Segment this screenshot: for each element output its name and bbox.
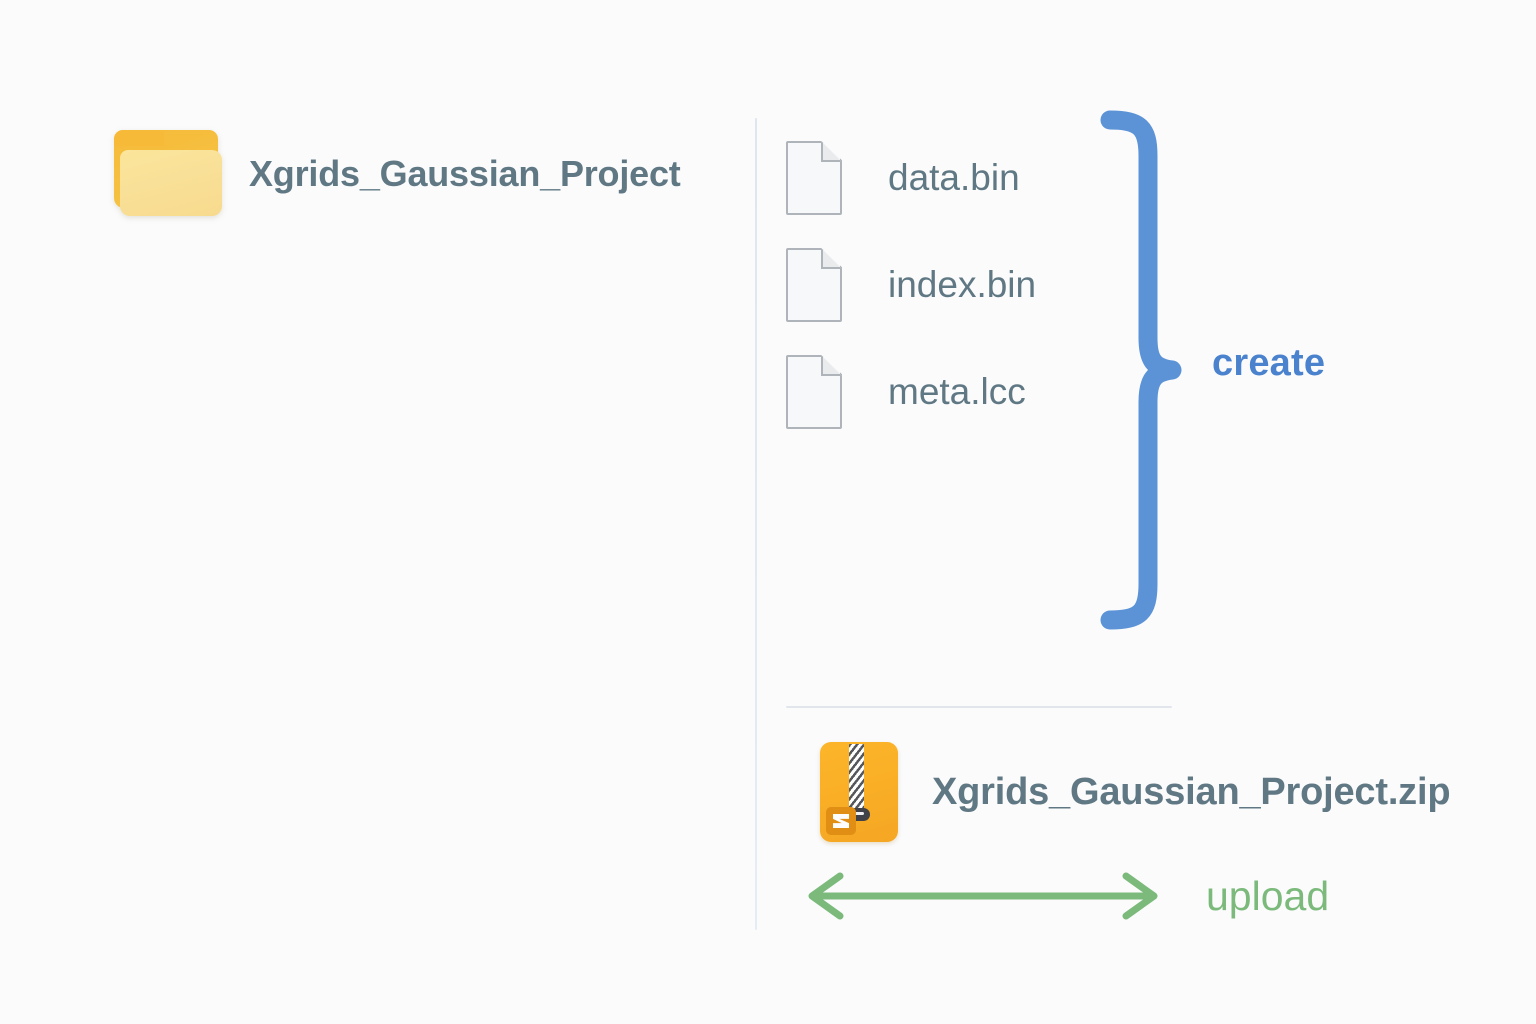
create-label: create (1212, 342, 1326, 384)
source-folder-row[interactable]: Xgrids_Gaussian_Project (110, 128, 681, 220)
file-list: data.bin index.bin meta.lcc (786, 136, 1036, 457)
column-divider (755, 118, 757, 930)
list-item[interactable]: data.bin (786, 136, 1036, 220)
section-divider (786, 706, 1172, 708)
upload-row: upload (792, 868, 1329, 924)
file-name-label: data.bin (888, 157, 1020, 198)
archive-name-label: Xgrids_Gaussian_Project.zip (932, 770, 1451, 813)
file-page-shape (786, 355, 842, 429)
source-folder-label: Xgrids_Gaussian_Project (249, 153, 681, 194)
curly-brace-icon (1096, 110, 1186, 630)
upload-label: upload (1206, 872, 1330, 919)
file-document-icon (786, 141, 842, 215)
file-page-shape (786, 141, 842, 215)
list-item[interactable]: index.bin (786, 243, 1036, 327)
file-document-icon (786, 355, 842, 429)
zip-archive-icon (820, 742, 898, 842)
folder-front-shape (120, 150, 222, 216)
file-page-shape (786, 248, 842, 322)
file-name-label: meta.lcc (888, 371, 1026, 412)
file-name-label: index.bin (888, 264, 1037, 305)
double-headed-arrow-icon (808, 872, 1158, 920)
list-item[interactable]: meta.lcc (786, 350, 1036, 434)
archive-row[interactable]: Xgrids_Gaussian_Project.zip (820, 742, 1451, 842)
zip-badge-shape (826, 807, 856, 835)
file-document-icon (786, 248, 842, 322)
folder-tab-shape (114, 130, 164, 146)
zipper-teeth-shape (849, 744, 864, 814)
folder-icon (110, 128, 222, 220)
